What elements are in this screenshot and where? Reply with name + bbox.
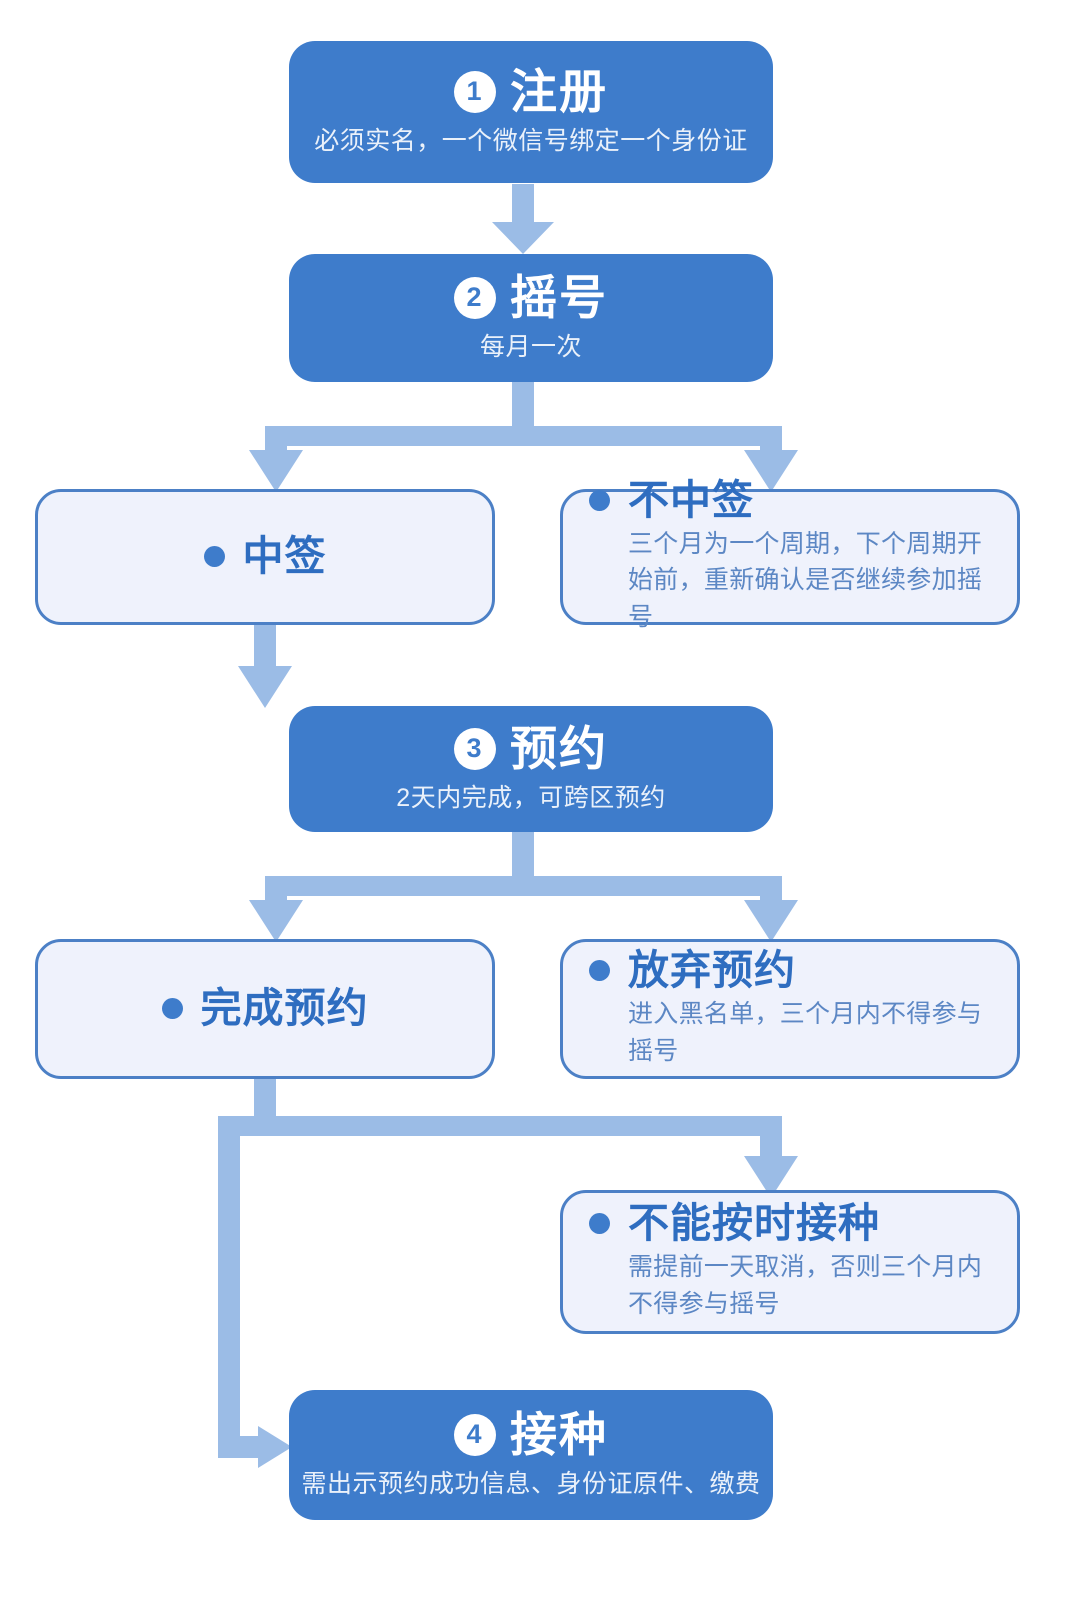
outcome-booking-abandon[interactable]: 放弃预约 进入黑名单，三个月内不得参与摇号 [560,939,1020,1079]
outcome-lottery-lose[interactable]: 不中签 三个月为一个周期，下个周期开始前，重新确认是否继续参加摇号 [560,479,1020,631]
outcome-booking-done[interactable]: 完成预约 [35,939,495,1079]
outcome-lottery-lose-title: 不中签 [628,477,754,524]
step-1-title: 注册 [510,65,608,119]
step-3-title-row: 3 预约 [454,722,608,776]
outcome-lottery-win-head: 中签 [203,533,327,580]
connector-step3-split [249,832,798,942]
step-4-vaccination[interactable]: 4 接种 需出示预约成功信息、身份证原件、缴费 [289,1390,773,1520]
outcome-booking-abandon-head: 放弃预约 [589,949,991,992]
bullet-dot-icon [589,1213,610,1235]
outcome-cannot-attend-head: 不能按时接种 [589,1202,991,1245]
outcome-lottery-lose-head: 不中签 [589,479,991,522]
outcome-booking-abandon-body: 进入黑名单，三个月内不得参与摇号 [628,1000,983,1065]
step-4-number: 4 [454,1413,496,1456]
step-4-subtitle: 需出示预约成功信息、身份证原件、缴费 [301,1469,761,1498]
step-3-subtitle: 2天内完成，可跨区预约 [396,783,666,812]
step-3-title: 预约 [510,722,608,776]
step-2-lottery[interactable]: 2 摇号 每月一次 [289,254,773,382]
outcome-lottery-lose-body: 三个月为一个周期，下个周期开始前，重新确认是否继续参加摇号 [628,530,983,631]
outcome-booking-done-title: 完成预约 [200,985,369,1032]
outcome-lottery-win-title: 中签 [242,533,327,580]
step-4-title-row: 4 接种 [454,1408,608,1462]
step-1-number: 1 [454,70,496,113]
step-3-booking[interactable]: 3 预约 2天内完成，可跨区预约 [289,706,773,832]
step-2-title-row: 2 摇号 [454,271,608,325]
step-2-number: 2 [454,276,496,319]
connector-step2-split [249,382,798,492]
connector-win-to-step3 [238,625,292,708]
outcome-cannot-attend-title: 不能按时接种 [628,1200,880,1247]
outcome-lottery-win[interactable]: 中签 [35,489,495,625]
step-1-title-row: 1 注册 [454,65,608,119]
bullet-dot-icon [589,960,610,982]
step-1-subtitle: 必须实名，一个微信号绑定一个身份证 [314,126,748,155]
outcome-cannot-attend[interactable]: 不能按时接种 需提前一天取消，否则三个月内不得参与摇号 [560,1190,1020,1334]
step-2-subtitle: 每月一次 [479,332,582,361]
step-2-title: 摇号 [510,271,608,325]
outcome-booking-abandon-title: 放弃预约 [628,947,796,994]
bullet-dot-icon [203,546,225,568]
outcome-booking-done-head: 完成预约 [161,985,369,1032]
connector-step1-to-step2 [492,184,554,254]
outcome-cannot-attend-body: 需提前一天取消，否则三个月内不得参与摇号 [628,1253,983,1318]
step-1-register[interactable]: 1 注册 必须实名，一个微信号绑定一个身份证 [289,41,773,183]
bullet-dot-icon [161,998,183,1020]
step-3-number: 3 [454,727,496,770]
step-4-title: 接种 [510,1408,608,1462]
bullet-dot-icon [589,490,610,512]
